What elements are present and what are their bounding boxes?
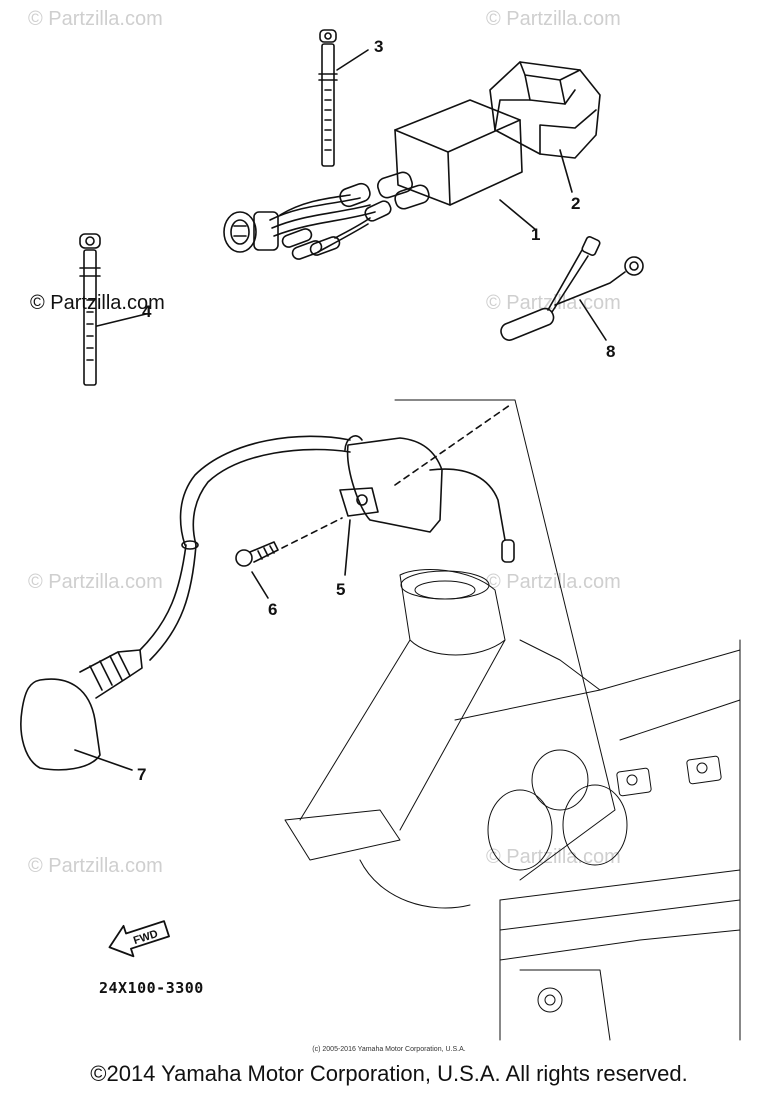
cable-tie-part-3[interactable] (318, 29, 338, 167)
leader-line-2 (559, 149, 573, 193)
cdi-cover-part-2[interactable] (489, 61, 601, 159)
mount-line (394, 404, 511, 486)
leader-line-4 (96, 313, 147, 327)
copyright-small: (c) 2005-2016 Yamaha Motor Corporation, … (312, 1046, 466, 1053)
watermark: © Partzilla.com (28, 855, 163, 877)
leader-line-5 (344, 519, 351, 576)
forward-arrow-icon: FWD (108, 920, 170, 958)
watermark: © Partzilla.com (486, 8, 621, 30)
engine-outline (284, 399, 741, 1041)
screw-line (281, 517, 343, 549)
ignition-coil-part-5[interactable] (339, 435, 515, 563)
callout-8: 8 (606, 342, 616, 361)
watermark: © Partzilla.com (28, 8, 163, 30)
leader-line-8 (579, 299, 607, 341)
watermark: © Partzilla.com (30, 292, 165, 314)
callout-7: 7 (137, 765, 147, 784)
callout-3: 3 (374, 37, 384, 56)
leader-line-6 (251, 571, 269, 599)
callout-6: 6 (268, 600, 278, 619)
callout-5: 5 (336, 580, 346, 599)
cable-tie-part-4[interactable] (79, 233, 101, 386)
screw-part-6[interactable] (235, 541, 279, 567)
watermark: © Partzilla.com (28, 571, 163, 593)
callout-4: 4 (142, 302, 152, 321)
callout-1: 1 (531, 225, 541, 244)
ht-lead-wire (139, 435, 351, 661)
watermark: © Partzilla.com (486, 292, 621, 314)
drawing-code: 24X100-3300 (99, 979, 204, 997)
cdi-unit-part-1[interactable] (223, 99, 523, 261)
copyright-notice: ©2014 Yamaha Motor Corporation, U.S.A. A… (90, 1061, 688, 1086)
callout-2: 2 (571, 194, 581, 213)
leader-line-7 (74, 749, 133, 771)
watermark: © Partzilla.com (486, 571, 621, 593)
watermark: © Partzilla.com (486, 846, 621, 868)
spark-plug-cap-part-7[interactable] (20, 649, 143, 771)
leader-line-1 (499, 199, 537, 231)
leader-line-3 (336, 49, 369, 71)
lead-wire-part-8[interactable] (499, 235, 644, 343)
